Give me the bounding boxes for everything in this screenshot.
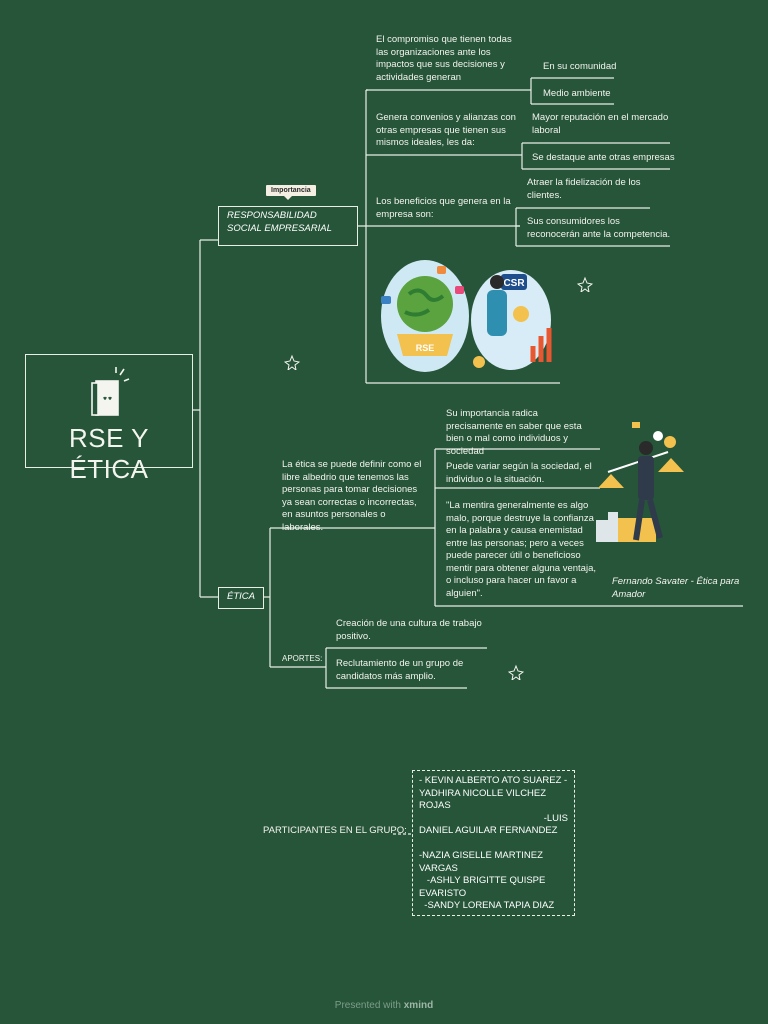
footer-prefix: Presented with (334, 1000, 401, 1011)
participant-line: - KEVIN ALBERTO ATO SUAREZ - (419, 775, 568, 786)
aportes-label[interactable]: APORTES: (282, 654, 323, 663)
rse-item-3-child-2[interactable]: Sus consumidores los reconocerán ante la… (527, 216, 671, 240)
etica-topic[interactable]: ÉTICA (218, 587, 264, 609)
sparkle-icon (577, 276, 593, 292)
rse-item-1-child-1[interactable]: En su comunidad (543, 61, 617, 72)
ethics-scale-illustration (596, 422, 684, 542)
footer-watermark[interactable]: Presented with xmind (0, 1000, 768, 1011)
participant-line: -ASHLY BRIGITTE QUISPE (419, 875, 546, 886)
etica-topic-label: ÉTICA (227, 591, 255, 602)
etica-definition[interactable]: La ética se puede definir como el libre … (282, 459, 422, 533)
participants-label[interactable]: PARTICIPANTES EN EL GRUPO: (263, 825, 407, 836)
quote-source[interactable]: Fernando Savater - Ética para Amador (612, 576, 740, 600)
rse-topic-label: RESPONSABILIDAD SOCIAL EMPRESARIAL (227, 210, 332, 234)
participant-line: -SANDY LORENA TAPIA DIAZ (419, 900, 555, 911)
csr-badge-text: CSR (503, 278, 525, 289)
participant-line: DANIEL AGUILAR FERNANDEZ (419, 825, 558, 836)
participant-line: YADHIRA NICOLLE VILCHEZ ROJAS (419, 787, 547, 812)
participant-line: -LUIS (543, 812, 568, 824)
root-title: RSE Y ÉTICA (68, 423, 150, 484)
etica-child-3[interactable]: "La mentira generalmente es algo malo, p… (446, 500, 596, 599)
participants-box[interactable]: - KEVIN ALBERTO ATO SUAREZ - YADHIRA NIC… (412, 770, 575, 916)
aporte-2[interactable]: Reclutamiento de un grupo de candidatos … (336, 658, 464, 682)
rse-item-1-child-2[interactable]: Medio ambiente (543, 88, 611, 99)
rse-item-2-child-1[interactable]: Mayor reputación en el mercado laboral (532, 112, 669, 136)
rse-item-2[interactable]: Genera convenios y alianzas con otras em… (376, 112, 516, 148)
root-topic[interactable]: RSE Y ÉTICA (25, 354, 193, 484)
rse-topic[interactable]: RESPONSABILIDAD SOCIAL EMPRESARIAL (218, 206, 358, 246)
rse-item-2-child-2[interactable]: Se destaque ante otras empresas (532, 152, 675, 163)
book-icon (91, 367, 130, 416)
rse-item-1[interactable]: El compromiso que tienen todas las organ… (376, 34, 512, 83)
sparkle-icon (508, 664, 524, 680)
etica-child-2[interactable]: Puede variar según la sociedad, el indiv… (446, 461, 592, 485)
participant-line: VARGAS (419, 862, 458, 874)
footer-brand: xmind (403, 1000, 434, 1011)
rse-item-3[interactable]: Los beneficios que genera en la empresa … (376, 196, 511, 220)
participant-line: EVARISTO (419, 887, 467, 899)
sparkle-icon (284, 354, 300, 370)
aporte-1[interactable]: Creación de una cultura de trabajo posit… (336, 618, 482, 642)
rse-badge-text: RSE (416, 343, 435, 353)
participant-line (419, 838, 568, 851)
rse-csr-illustration: RSE CSR (381, 260, 552, 372)
participant-line: -NAZIA GISELLE MARTINEZ (419, 850, 543, 861)
importance-tag: Importancia (266, 185, 316, 200)
rse-item-3-child-1[interactable]: Atraer la fidelización de los clientes. (527, 177, 641, 201)
etica-child-1[interactable]: Su importancia radica precisamente en sa… (446, 408, 582, 457)
